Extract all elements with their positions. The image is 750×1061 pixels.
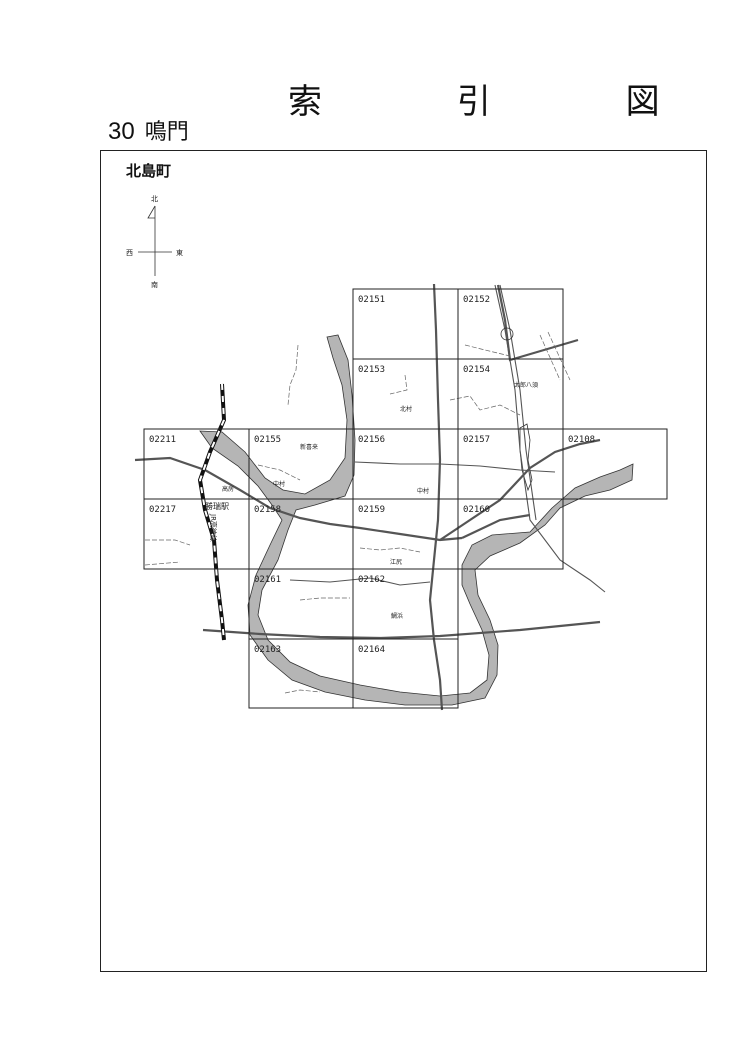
sheet-label: 02163 — [254, 645, 281, 655]
area-name: 北島町 — [126, 162, 172, 180]
place-nakamura-west: 中村 — [273, 480, 285, 488]
jr-railway — [197, 383, 227, 641]
sheet-label: 02211 — [149, 435, 176, 445]
sheet-labels: 02151 02152 02153 02154 02211 02155 0215… — [149, 295, 595, 655]
place-katsuzui-station: 勝瑞駅 — [205, 501, 229, 511]
sheet-label: 02154 — [463, 365, 490, 375]
sheet-label: 02161 — [254, 575, 281, 585]
compass-icon: 北 南 東 西 — [126, 195, 183, 289]
index-number: 30 — [108, 118, 135, 145]
landmark-circle-icon — [500, 327, 514, 341]
place-taroohachisu: 太郎八須 — [514, 381, 538, 389]
city-name: 鳴門 — [144, 120, 189, 145]
sheet-label: 02159 — [358, 505, 385, 515]
place-tsuruhama: 鯛浜 — [391, 612, 403, 620]
sheet-label: 02217 — [149, 505, 176, 515]
page-title: 索 引 図 — [288, 82, 722, 122]
place-emiri: 江尻 — [390, 559, 402, 566]
sheet-label: 02162 — [358, 575, 385, 585]
sheet-label: 02160 — [463, 505, 490, 515]
compass-east: 東 — [176, 248, 183, 257]
place-kitamura: 北村 — [400, 405, 412, 413]
place-names: 新喜来 太郎八須 北村 中村 中村 高房 勝瑞駅 江尻 鯛浜 JR高徳線 — [205, 381, 538, 620]
sheet-label: 02151 — [358, 295, 385, 305]
sheet-label: 02108 — [568, 435, 595, 445]
main-roads — [134, 283, 601, 711]
place-takabo: 高房 — [222, 485, 234, 493]
minor-streets — [144, 331, 571, 694]
compass-south: 南 — [151, 280, 158, 289]
compass-north: 北 — [151, 195, 158, 203]
sheet-label: 02164 — [358, 645, 385, 655]
sheet-label: 02153 — [358, 365, 385, 375]
compass-west: 西 — [126, 249, 133, 257]
index-subtitle: 30 鳴門 — [108, 114, 189, 146]
sheet-grid — [143, 288, 668, 709]
sheet-label: 02156 — [358, 435, 385, 445]
sheet-label: 02155 — [254, 435, 281, 445]
place-nakamura-east: 中村 — [417, 487, 429, 495]
secondary-roads — [289, 284, 606, 593]
place-shinkiraihigashi: 新喜来 — [300, 443, 318, 451]
map-frame — [100, 150, 707, 972]
place-jr-line: JR高徳線 — [209, 513, 218, 542]
sheet-label: 02157 — [463, 435, 490, 445]
sheet-label: 02152 — [463, 295, 490, 305]
sheet-label: 02158 — [254, 505, 281, 515]
